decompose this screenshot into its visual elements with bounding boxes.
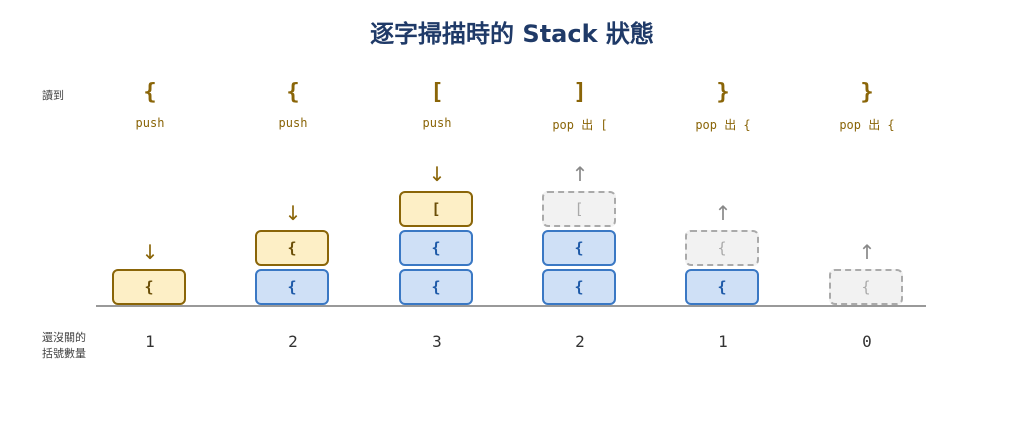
open-bracket-count: 3 bbox=[432, 332, 442, 351]
arrow-up-icon: ↑ bbox=[714, 201, 732, 225]
read-char: } bbox=[860, 80, 874, 105]
action-label: push bbox=[278, 116, 308, 130]
row-label-read: 讀到 bbox=[42, 89, 64, 102]
action-label: pop 出 [ bbox=[552, 118, 608, 132]
read-char: ] bbox=[573, 80, 587, 105]
open-bracket-count: 2 bbox=[575, 332, 585, 351]
action-label: push bbox=[422, 116, 452, 130]
read-char: { bbox=[286, 80, 300, 105]
stack-item: { bbox=[255, 269, 329, 305]
open-bracket-count: 1 bbox=[718, 332, 728, 351]
stack-item: { bbox=[542, 230, 616, 266]
popped-stack-item: [ bbox=[542, 191, 616, 227]
arrow-down-icon: ↓ bbox=[141, 240, 159, 264]
stack-item: { bbox=[255, 230, 329, 266]
stack-baseline bbox=[96, 305, 926, 307]
action-label: pop 出 { bbox=[695, 118, 751, 132]
arrow-up-icon: ↑ bbox=[571, 162, 589, 186]
popped-stack-item: { bbox=[685, 230, 759, 266]
arrow-up-icon: ↑ bbox=[858, 240, 876, 264]
diagram-title: 逐字掃描時的 Stack 狀態 bbox=[370, 20, 654, 48]
read-char: } bbox=[716, 80, 730, 105]
read-char: { bbox=[143, 80, 157, 105]
action-label: push bbox=[135, 116, 165, 130]
stack-item: { bbox=[399, 230, 473, 266]
action-label: pop 出 { bbox=[839, 118, 895, 132]
arrow-down-icon: ↓ bbox=[284, 201, 302, 225]
stack-item: { bbox=[112, 269, 186, 305]
arrow-down-icon: ↓ bbox=[428, 162, 446, 186]
popped-stack-item: { bbox=[829, 269, 903, 305]
read-char: [ bbox=[430, 80, 444, 105]
row-label-remaining: 還沒關的 括號數量 bbox=[42, 331, 86, 360]
stack-item: [ bbox=[399, 191, 473, 227]
stack-item: { bbox=[685, 269, 759, 305]
open-bracket-count: 2 bbox=[288, 332, 298, 351]
open-bracket-count: 0 bbox=[862, 332, 872, 351]
open-bracket-count: 1 bbox=[145, 332, 155, 351]
stack-item: { bbox=[399, 269, 473, 305]
stack-item: { bbox=[542, 269, 616, 305]
